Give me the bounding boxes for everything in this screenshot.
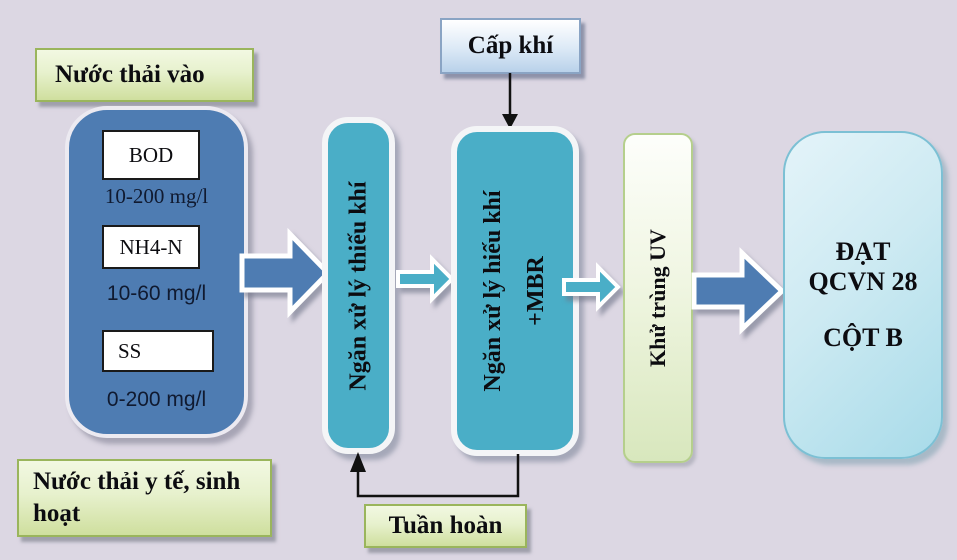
param-nh4-box: NH4-N (102, 225, 200, 269)
influent-parameters-box: BOD 10-200 mg/l NH4-N 10-60 mg/l SS 0-20… (65, 106, 248, 438)
stage-uv-label: Khử trùng UV (645, 229, 670, 367)
param-ss-range: 0-200 mg/l (106, 388, 207, 411)
air-supply-label: Cấp khí (467, 32, 554, 59)
param-bod-range: 10-200 mg/l (104, 184, 209, 208)
output-line-3: CỘT B (823, 323, 903, 352)
source-label: Nước thải y tế, sinh hoạt (33, 467, 241, 528)
arrow-down-icon (502, 73, 518, 129)
param-ss-label: SS (118, 338, 142, 363)
flow-arrow-1-icon (239, 227, 332, 319)
recirculation-label: Tuần hoàn (388, 512, 503, 539)
output-standard-box: ĐẠT QCVN 28 CỘT B (783, 131, 943, 459)
flow-arrow-4-icon (691, 247, 786, 335)
influent-label-box: Nước thải vào (35, 48, 254, 102)
flow-arrow-3-icon (562, 262, 621, 312)
stage-aerobic-mbr-label: Ngăn xử lý hiếu khí +MBR (480, 190, 549, 392)
recirculation-arrow-icon (350, 452, 520, 498)
output-line-1: ĐẠT (835, 237, 891, 266)
param-bod-box: BOD (102, 130, 200, 180)
stage-uv-box: Khử trùng UV (623, 133, 693, 463)
flow-arrow-2-icon (396, 254, 455, 304)
param-ss-box: SS (102, 330, 214, 372)
source-label-box: Nước thải y tế, sinh hoạt (17, 459, 272, 537)
output-line-2: QCVN 28 (808, 267, 918, 296)
param-nh4-label: NH4-N (119, 234, 183, 259)
param-bod-label: BOD (128, 142, 174, 167)
influent-label: Nước thải vào (55, 61, 205, 88)
stage-anoxic-label: Ngăn xử lý thiếu khí (345, 180, 371, 391)
param-nh4-range: 10-60 mg/l (106, 282, 207, 305)
stage-mbr-sublabel: +MBR (523, 256, 549, 326)
air-supply-box: Cấp khí (440, 18, 581, 74)
stage-anoxic-box: Ngăn xử lý thiếu khí (322, 117, 395, 454)
recirculation-label-box: Tuần hoàn (364, 504, 527, 548)
